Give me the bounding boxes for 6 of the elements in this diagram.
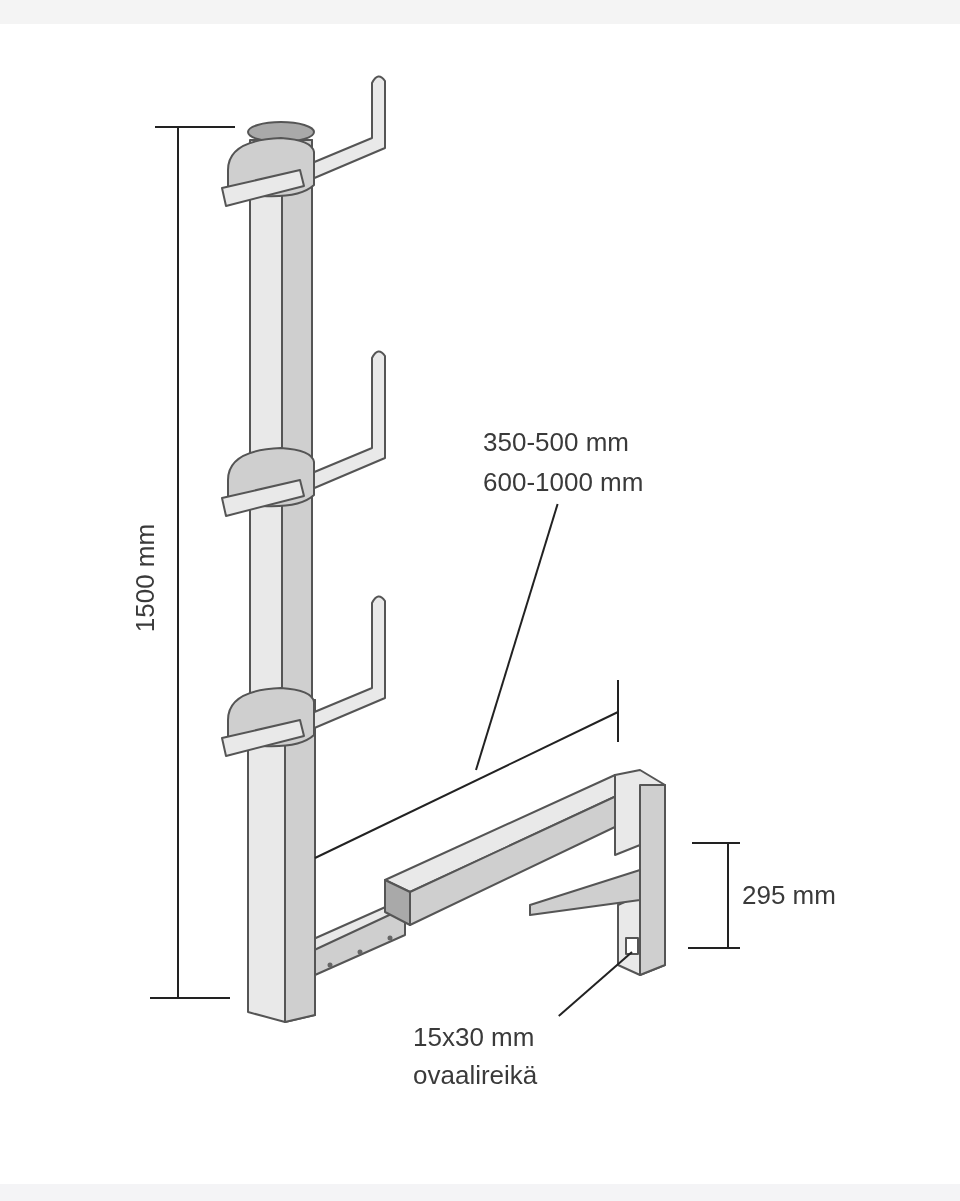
dimension-label: 350-500 mm 600-1000 mm	[483, 422, 658, 502]
dimension-label: 295 mm	[742, 879, 836, 911]
dimension-label: 1500 mm	[129, 523, 161, 633]
dimension-label: 15x30 mm ovaalireikä	[413, 1018, 613, 1094]
leader-line	[557, 951, 633, 1017]
leader-line	[475, 503, 559, 771]
